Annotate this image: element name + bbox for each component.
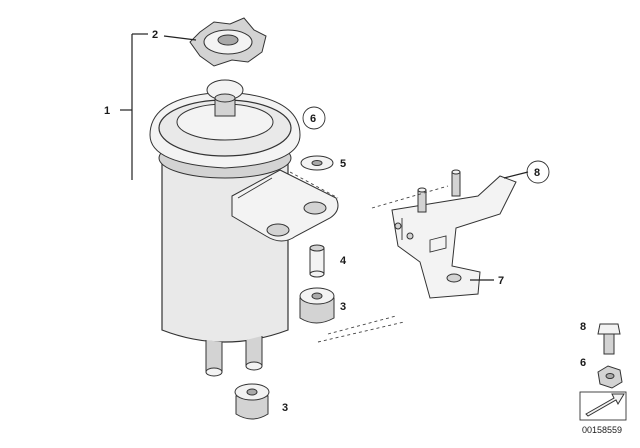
callout-4: 4 [340,255,347,267]
bracket [391,169,517,299]
callout-1: 1 [104,105,110,117]
gasket [300,155,334,171]
callout-6-nut: 6 [580,357,586,369]
callout-8-circle [526,160,550,184]
grommet-upper [299,287,335,324]
nut [597,365,623,389]
diagram-id: 00158559 [582,425,622,435]
callout-5: 5 [340,158,346,170]
callout-6-circled: 6 [310,113,316,125]
reservoir [149,79,339,377]
leader-lines [120,33,627,421]
filler-cap [189,17,267,67]
callout-8-bolt: 8 [580,321,586,333]
sleeve [309,244,325,278]
grommet-lower [234,383,270,420]
callout-3-upper: 3 [340,301,346,313]
bolt [597,323,621,355]
callout-8-circled: 8 [534,167,540,179]
callout-6-circle [302,106,326,130]
callout-3-lower: 3 [282,402,288,414]
callout-7: 7 [498,275,504,287]
callout-2: 2 [152,29,158,41]
